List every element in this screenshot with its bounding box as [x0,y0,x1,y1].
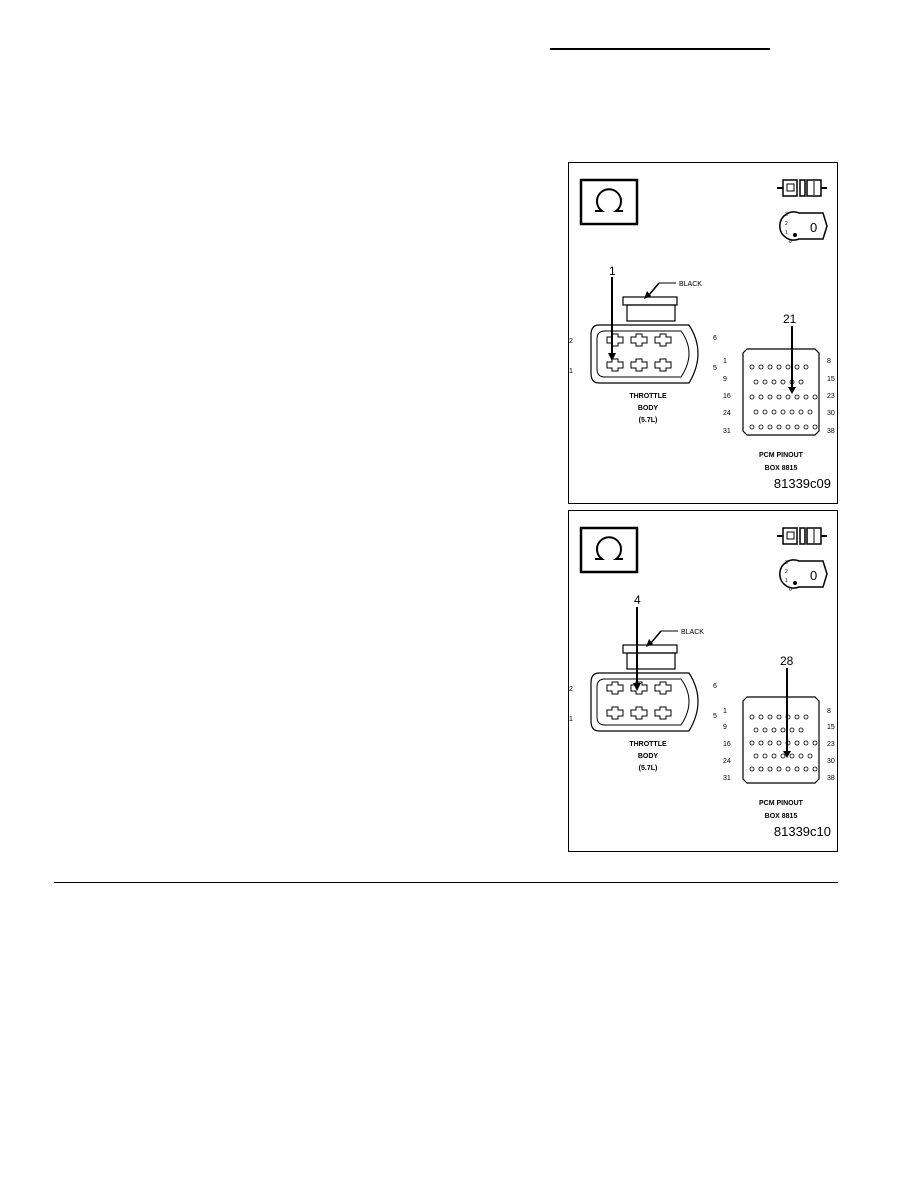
throttle-body-connector [590,296,699,384]
connector-pin-label: 6 [713,335,717,342]
ohmmeter-icon [579,526,639,574]
connector-caption: (5.7L) [639,417,658,424]
disconnected-connector-icon [777,527,827,545]
pcm-pin-number: 16 [723,741,731,748]
connector-pin-label: 5 [713,365,717,372]
connector-pin-label: 5 [713,713,717,720]
figure-81339c09: 0 3 2 1 0 1 BLACK [568,162,838,504]
figure-id: 81339c10 [773,824,831,839]
figure-1-drawing: 0 3 2 1 0 1 BLACK [569,178,835,472]
svg-text:2: 2 [785,569,788,575]
footer-rule [54,882,838,883]
pcm-pinout-connector [742,348,820,436]
pcm-pin-number: 9 [723,376,727,383]
figure-81339c10: 0 3 2 1 0 4 BLACK [568,510,838,852]
svg-text:0: 0 [789,587,792,593]
connector-caption: BODY [638,753,659,760]
ignition-key-label: 0 [810,220,817,235]
pcm-pin-number: 30 [827,758,835,765]
callout-pin-number: 28 [780,654,794,668]
pcm-caption: BOX 8815 [765,813,798,820]
pcm-pin-number: 1 [723,708,727,715]
pcm-pin-number: 38 [827,775,835,782]
pcm-caption: BOX 8815 [765,465,798,472]
figure-2-drawing: 0 3 2 1 0 4 BLACK [569,526,835,820]
connector-caption: THROTTLE [629,393,667,400]
pcm-pin-number: 24 [723,758,731,765]
svg-text:1: 1 [785,578,788,584]
connector-color-label: BLACK [679,281,702,288]
connector-caption: THROTTLE [629,741,667,748]
connector-pin-label: 1 [569,368,573,375]
pcm-caption: PCM PINOUT [759,800,804,807]
figure-id: 81339c09 [773,476,831,491]
pcm-pin-number: 1 [723,358,727,365]
ignition-key-off-icon: 0 3 2 1 0 [779,559,828,593]
pcm-pin-number: 8 [827,358,831,365]
ohmmeter-icon [579,178,639,226]
connector-caption: (5.7L) [639,765,658,772]
pcm-pinout-connector [742,696,820,784]
pcm-caption: PCM PINOUT [759,452,804,459]
connector-pin-label: 6 [713,683,717,690]
svg-text:3: 3 [785,212,788,218]
connector-pin-label: 1 [569,716,573,723]
connector-pin-label: 2 [569,686,573,693]
disconnected-connector-icon [777,179,827,197]
ignition-key-label: 0 [810,568,817,583]
connector-pin-label: 2 [569,338,573,345]
pcm-pin-number: 9 [723,724,727,731]
pcm-pin-number: 31 [723,775,731,782]
pcm-pin-number: 23 [827,741,835,748]
connector-caption: BODY [638,405,659,412]
pcm-pin-number: 15 [827,724,835,731]
pcm-pin-number: 23 [827,393,835,400]
ignition-key-off-icon: 0 3 2 1 0 [779,211,828,245]
throttle-body-connector [590,644,699,732]
pcm-pin-number: 24 [723,410,731,417]
connector-color-label: BLACK [681,629,704,636]
pcm-pin-number: 16 [723,393,731,400]
callout-pin-number: 4 [634,593,641,607]
header-rule [550,48,770,50]
callout-pin-number: 21 [783,312,797,326]
svg-text:1: 1 [785,230,788,236]
svg-text:2: 2 [785,221,788,227]
callout-pin-number: 1 [609,264,616,278]
svg-text:0: 0 [789,239,792,245]
pcm-pin-number: 30 [827,410,835,417]
pcm-pin-number: 31 [723,428,731,435]
pcm-pin-number: 8 [827,708,831,715]
svg-text:3: 3 [785,560,788,566]
pcm-pin-number: 38 [827,428,835,435]
pcm-pin-number: 15 [827,376,835,383]
